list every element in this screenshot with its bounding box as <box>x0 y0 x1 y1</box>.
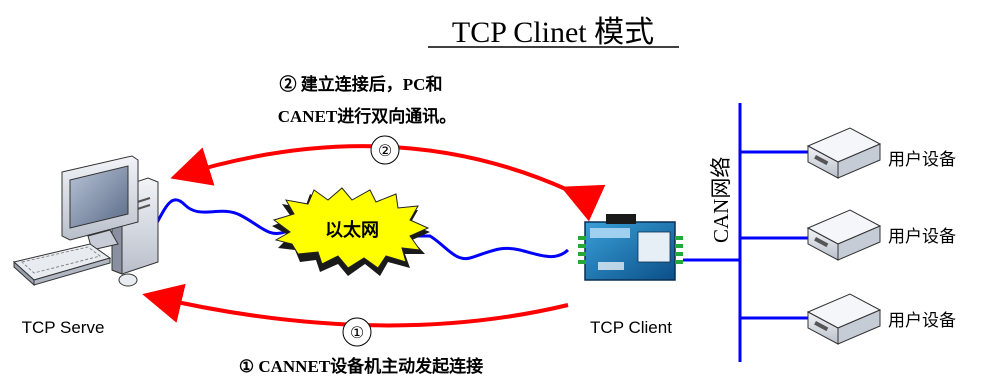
client-label: TCP Client <box>590 318 672 337</box>
user-device-1-label: 用户设备 <box>888 150 956 170</box>
step2-line2: CANET进行双向通讯。 <box>278 106 457 126</box>
user-device-3-icon <box>806 293 882 345</box>
diagram-title: TCP Clinet 模式 <box>452 16 654 49</box>
step1-caption: ① CANNET设备机主动发起连接 <box>239 356 483 376</box>
user-device-2-label: 用户设备 <box>888 227 956 247</box>
canet-device-icon <box>578 214 683 281</box>
step2-badge-text: ② <box>378 141 392 160</box>
pc-server-icon <box>12 155 159 287</box>
user-device-2-icon <box>806 209 882 261</box>
ethernet-label: 以太网 <box>325 219 379 241</box>
ethernet-cloud: 以太网 <box>272 187 430 276</box>
step2-line1: ② 建立连接后，PC和 <box>280 74 443 94</box>
step2-badge: ② <box>370 135 400 165</box>
can-bus-label: CAN网络 <box>709 157 733 243</box>
step1-badge-text: ① <box>350 323 364 342</box>
step1-badge: ① <box>342 317 372 347</box>
user-device-3-label: 用户设备 <box>888 311 956 331</box>
server-label: TCP Serve <box>22 318 105 337</box>
user-device-1-icon <box>806 127 882 179</box>
